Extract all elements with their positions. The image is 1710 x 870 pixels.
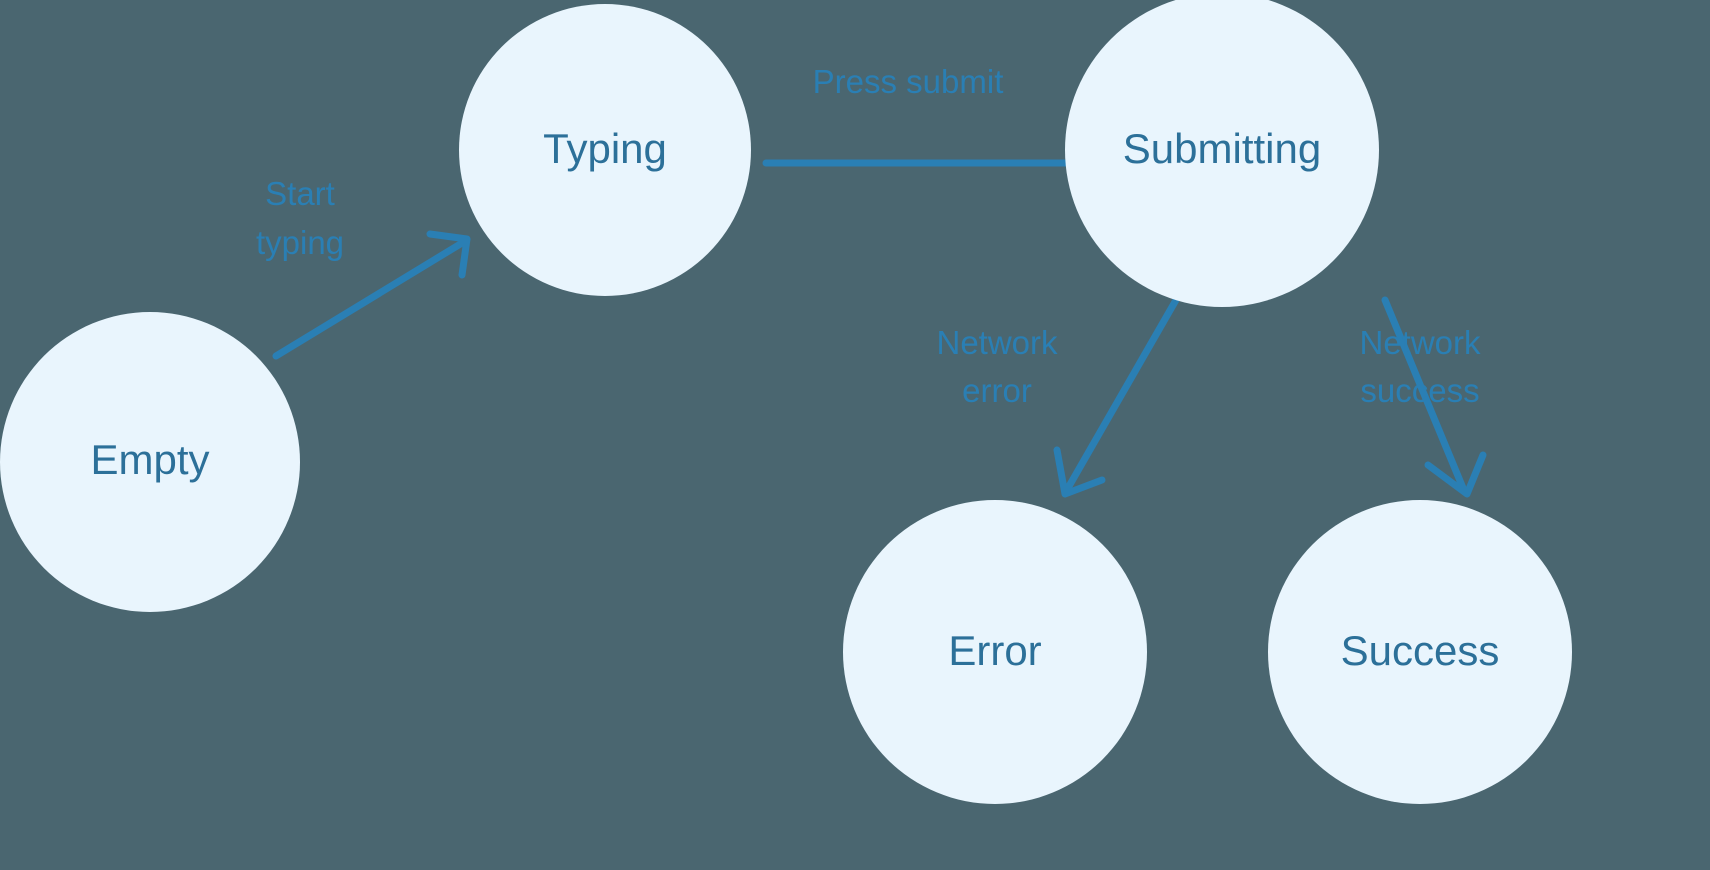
node-empty-label: Empty: [90, 436, 209, 483]
edge-label-start-typing-line1: Start: [265, 175, 335, 212]
node-error-circle[interactable]: [843, 500, 1147, 804]
edge-submitting-to-success-line: [1381, 296, 1467, 492]
node-error[interactable]: Error: [843, 500, 1147, 804]
edge-label-network-error: Network error: [936, 324, 1058, 409]
node-error-label: Error: [948, 627, 1041, 674]
edge-label-start-typing-line2: typing: [256, 224, 344, 261]
edge-label-network-success-line1: Network: [1359, 324, 1481, 361]
node-success-label: Success: [1341, 627, 1500, 674]
edge-label-network-error-line1: Network: [936, 324, 1058, 361]
edge-empty-to-typing-line: [272, 239, 466, 360]
node-submitting[interactable]: Submitting: [1065, 0, 1379, 307]
node-empty-circle[interactable]: [0, 312, 300, 612]
node-typing-circle[interactable]: [459, 4, 751, 296]
edge-submitting-to-error-line: [1064, 296, 1180, 492]
edge-empty-to-typing-arrowhead: [426, 230, 471, 279]
node-typing-label: Typing: [543, 125, 667, 172]
edge-label-press-submit: Press submit: [813, 63, 1004, 100]
node-submitting-label: Submitting: [1123, 125, 1321, 172]
edge-submitting-to-success-arrowhead: [1424, 451, 1487, 498]
edge-label-start-typing: Start typing: [256, 175, 344, 261]
node-submitting-circle[interactable]: [1065, 0, 1379, 307]
edge-label-press-submit-line1: Press submit: [813, 63, 1004, 100]
node-empty[interactable]: Empty: [0, 312, 300, 612]
edge-submitting-to-error-arrowhead: [1053, 446, 1106, 498]
edge-label-network-success-line2: success: [1360, 372, 1479, 409]
node-success[interactable]: Success: [1268, 500, 1572, 804]
edge-label-network-error-line2: error: [962, 372, 1032, 409]
edge-empty-to-typing: [272, 230, 471, 360]
edge-submitting-to-error: [1053, 296, 1180, 498]
node-typing[interactable]: Typing: [459, 4, 751, 296]
edge-submitting-to-success: [1381, 296, 1487, 498]
edge-label-network-success: Network success: [1359, 324, 1481, 409]
node-success-circle[interactable]: [1268, 500, 1572, 804]
